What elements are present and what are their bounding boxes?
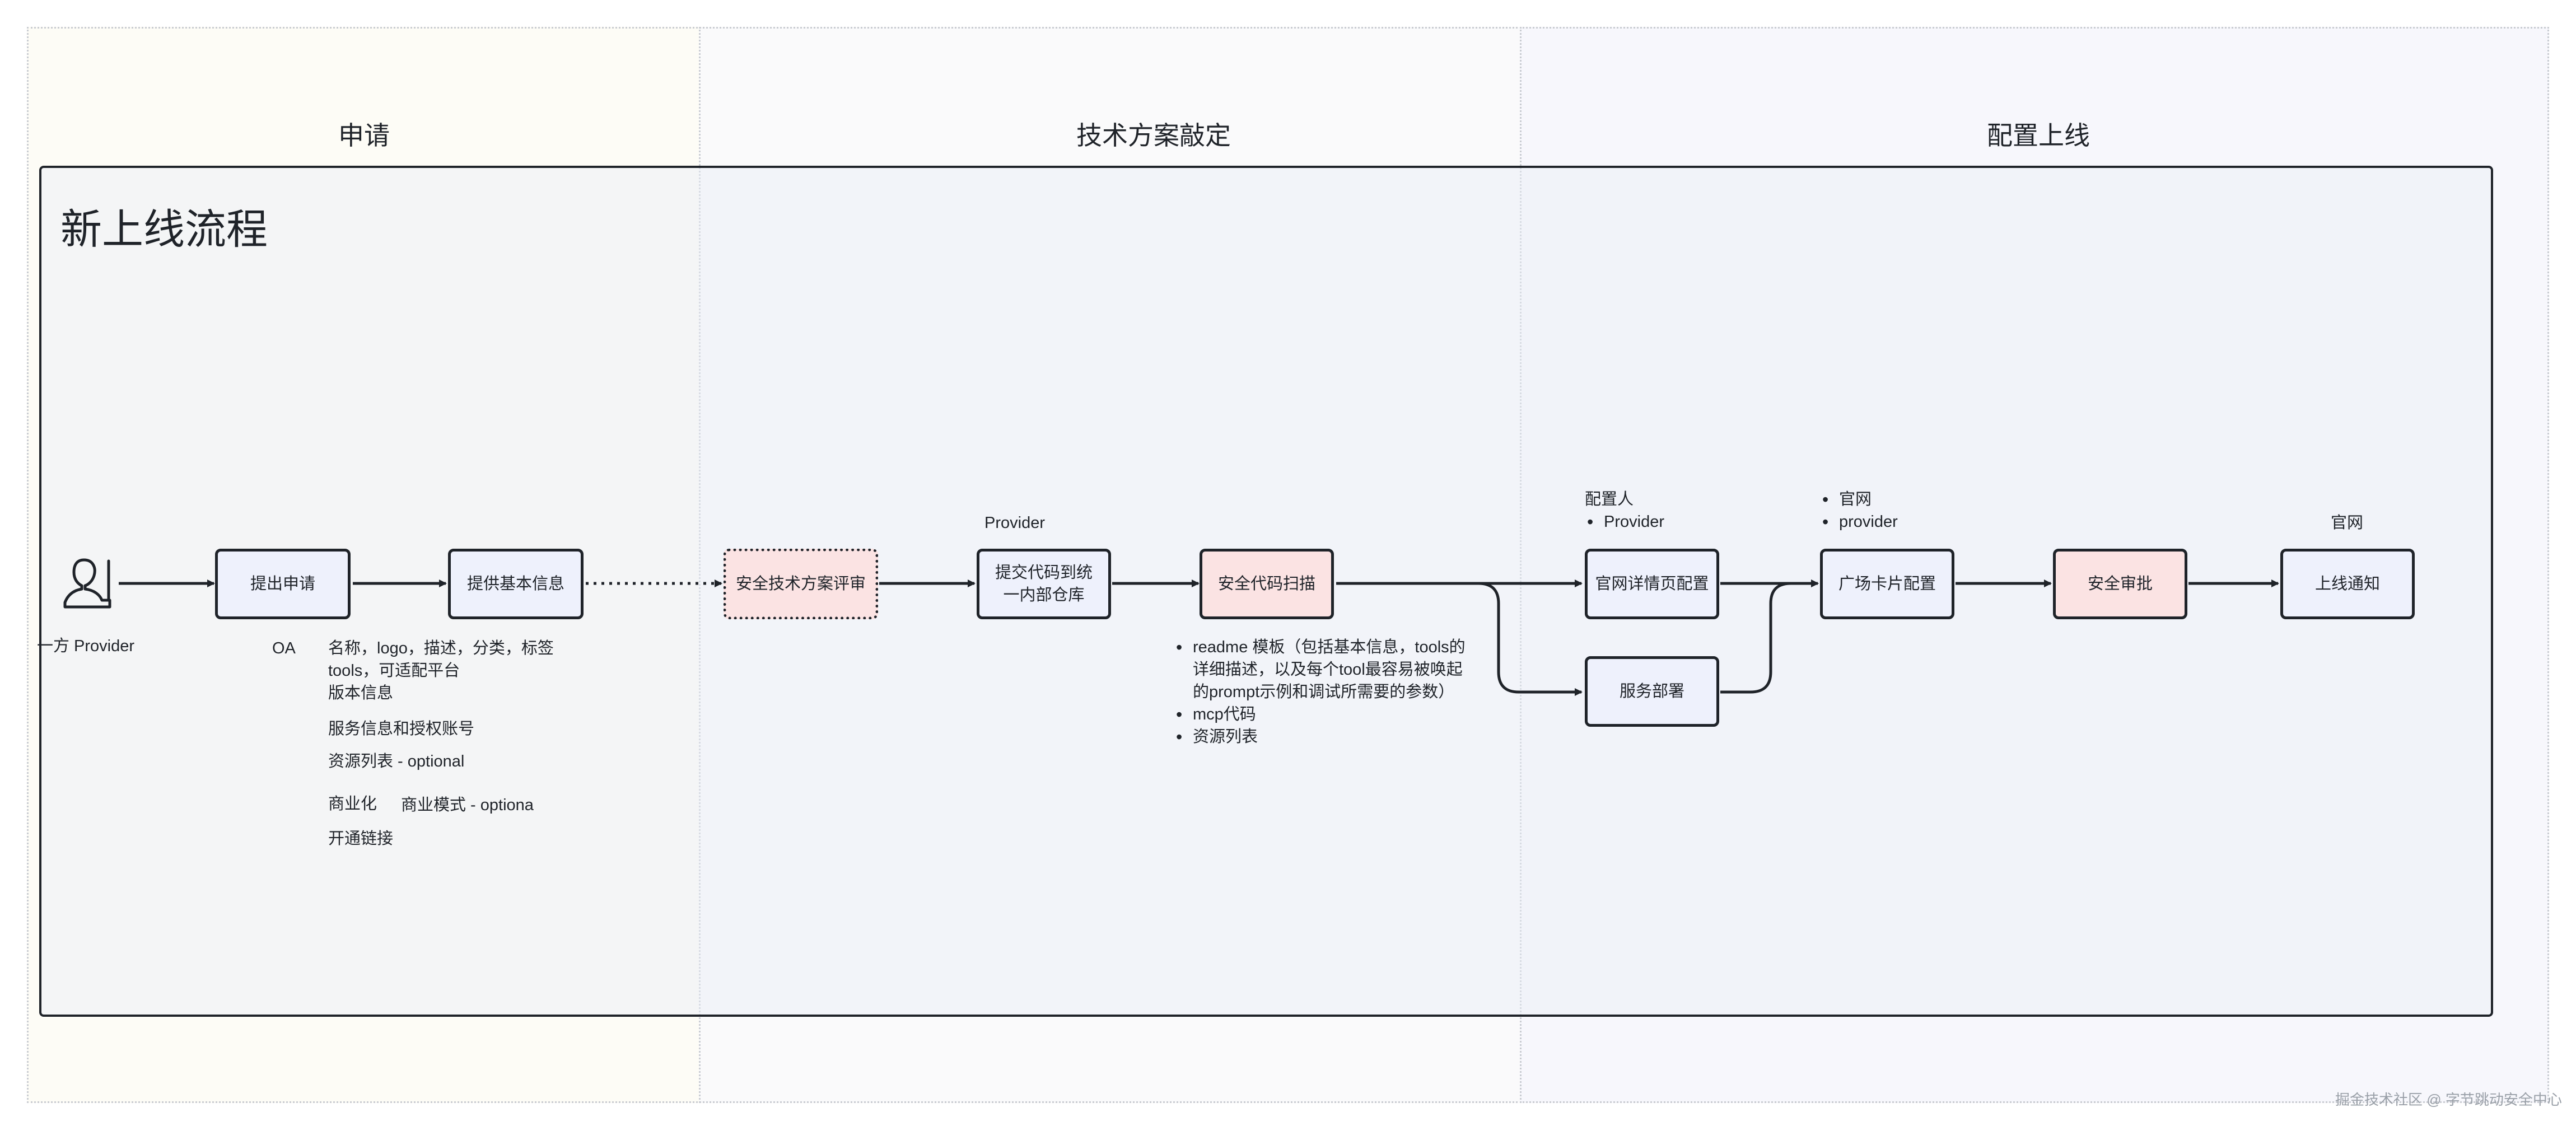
actor-provider	[59, 558, 115, 609]
annotation-info-3: 版本信息	[328, 684, 394, 702]
annotation-oa: OA	[272, 639, 296, 657]
annotation-info-2: tools，可适配平台	[328, 662, 460, 680]
card-config-item: 官网	[1820, 488, 1898, 511]
annotation-info-7: 商业模式 - optiona	[401, 796, 534, 814]
annotation-info-4: 服务信息和授权账号	[328, 720, 475, 738]
node-security-design-review[interactable]: 安全技术方案评审	[724, 549, 878, 619]
node-provide-basic-info[interactable]: 提供基本信息	[448, 549, 584, 619]
scan-deliverable-item: mcp代码	[1174, 703, 1476, 726]
configurer-item: Provider	[1585, 511, 1664, 533]
annotation-info-5: 资源列表 - optional	[328, 753, 465, 770]
person-icon	[63, 558, 111, 609]
lane-title-tech-plan: 技术方案敲定	[1076, 121, 1231, 150]
annotation-info-8: 开通链接	[328, 830, 394, 848]
scan-deliverable-item: readme 模板（包括基本信息，tools的详细描述，以及每个tool最容易被…	[1174, 636, 1476, 703]
lane-apply	[27, 27, 701, 1103]
lane-title-apply: 申请	[338, 121, 390, 150]
node-submit-code[interactable]: 提交代码到统一内部仓库	[977, 549, 1111, 619]
scan-deliverables-list: readme 模板（包括基本信息，tools的详细描述，以及每个tool最容易被…	[1174, 636, 1476, 748]
scan-deliverable-item: 资源列表	[1174, 726, 1476, 748]
configurer-list: Provider	[1585, 511, 1664, 533]
node-site-detail-config[interactable]: 官网详情页配置	[1585, 549, 1719, 619]
annotation-official-site: 官网	[2331, 514, 2364, 532]
annotation-info-6: 商业化	[328, 795, 377, 813]
annotation-info-1: 名称，logo，描述，分类，标签	[328, 639, 554, 657]
node-service-deploy[interactable]: 服务部署	[1585, 656, 1719, 727]
node-plaza-card-config[interactable]: 广场卡片配置	[1820, 549, 1954, 619]
node-launch-notice[interactable]: 上线通知	[2280, 549, 2415, 619]
actor-label: 一方 Provider	[37, 637, 135, 655]
arrow-scan-to-deploy	[1478, 582, 1583, 696]
lane-title-config-launch: 配置上线	[1987, 121, 2090, 150]
node-submit-application[interactable]: 提出申请	[215, 549, 351, 619]
annotation-provider: Provider	[984, 514, 1045, 532]
arrow-deploy-to-card	[1720, 579, 1819, 694]
watermark: 掘金技术社区 @ 字节跳动安全中心	[2335, 1091, 2562, 1108]
card-config-item: provider	[1820, 511, 1898, 533]
node-security-code-scan[interactable]: 安全代码扫描	[1200, 549, 1334, 619]
annotation-configurer: 配置人	[1585, 490, 1634, 508]
node-security-approval[interactable]: 安全审批	[2053, 549, 2187, 619]
card-config-list: 官网 provider	[1820, 488, 1898, 533]
process-title: 新上线流程	[60, 206, 268, 253]
